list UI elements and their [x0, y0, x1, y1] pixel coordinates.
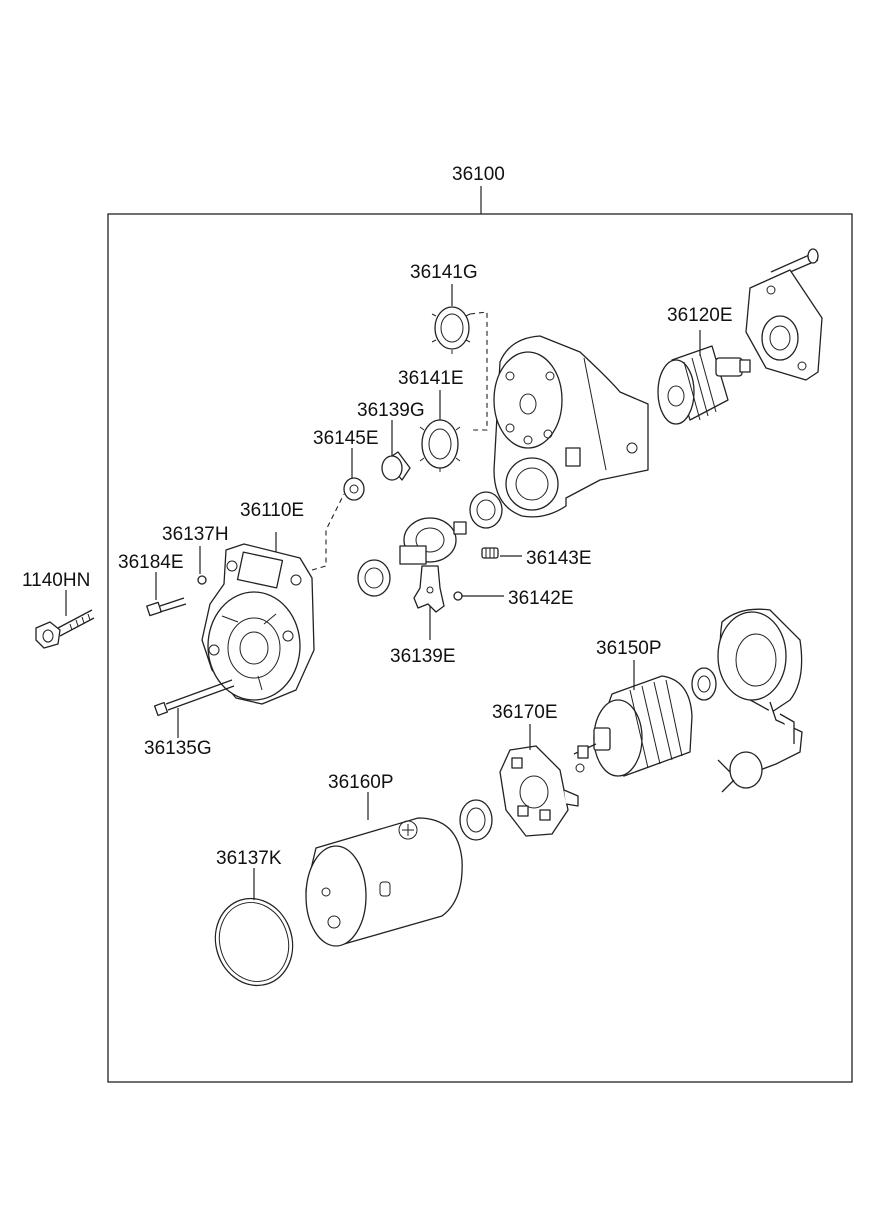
- label-36143E[interactable]: 36143E: [526, 548, 592, 569]
- o-ring-part[interactable]: [204, 888, 303, 995]
- pinion-gear-small-part[interactable]: [431, 302, 471, 354]
- label-36139G[interactable]: 36139G: [357, 400, 425, 421]
- label-36150P[interactable]: 36150P: [596, 638, 662, 659]
- drive-housing-part[interactable]: [493, 335, 649, 518]
- bearing-yoke-part[interactable]: [459, 799, 493, 841]
- label-1140HN[interactable]: 1140HN: [22, 570, 90, 591]
- label-36141G[interactable]: 36141G: [410, 262, 478, 283]
- assembly-frame: [107, 213, 853, 1083]
- label-36141E[interactable]: 36141E: [398, 368, 464, 389]
- front-housing-part[interactable]: [201, 543, 315, 705]
- spacer-part[interactable]: [381, 451, 411, 481]
- mount-bolt-part[interactable]: [35, 609, 95, 649]
- spring-part[interactable]: [481, 547, 499, 559]
- brush-holder-part[interactable]: [499, 745, 585, 837]
- label-36137H[interactable]: 36137H: [162, 524, 229, 545]
- clip-part[interactable]: [197, 575, 207, 585]
- end-cover-part[interactable]: [717, 608, 803, 793]
- label-36184E[interactable]: 36184E: [118, 552, 184, 573]
- label-36160P[interactable]: 36160P: [328, 772, 394, 793]
- bearing-upper-part[interactable]: [469, 491, 503, 529]
- rear-armature-end-part[interactable]: [657, 345, 751, 425]
- bearing-armature-part[interactable]: [691, 667, 717, 701]
- label-36100[interactable]: 36100: [452, 164, 505, 185]
- label-36110E[interactable]: 36110E: [240, 500, 304, 521]
- bearing-lower-part[interactable]: [357, 559, 391, 597]
- bolt-short-part[interactable]: [146, 597, 187, 617]
- label-36145E[interactable]: 36145E: [313, 428, 379, 449]
- through-bolt-part[interactable]: [153, 679, 235, 717]
- label-36120E[interactable]: 36120E: [667, 305, 733, 326]
- label-36142E[interactable]: 36142E: [508, 588, 574, 609]
- washer-part[interactable]: [343, 477, 365, 501]
- label-36139E[interactable]: 36139E: [390, 646, 456, 667]
- label-36137K[interactable]: 36137K: [216, 848, 282, 869]
- ball-part[interactable]: [453, 591, 463, 601]
- rear-bracket-part[interactable]: [745, 248, 823, 381]
- armature-part[interactable]: [573, 675, 693, 777]
- clutch-lever-part[interactable]: [399, 517, 467, 613]
- yoke-part[interactable]: [305, 817, 463, 947]
- pinion-gear-part[interactable]: [419, 416, 461, 472]
- label-36135G[interactable]: 36135G: [144, 738, 212, 759]
- label-36170E[interactable]: 36170E: [492, 702, 558, 723]
